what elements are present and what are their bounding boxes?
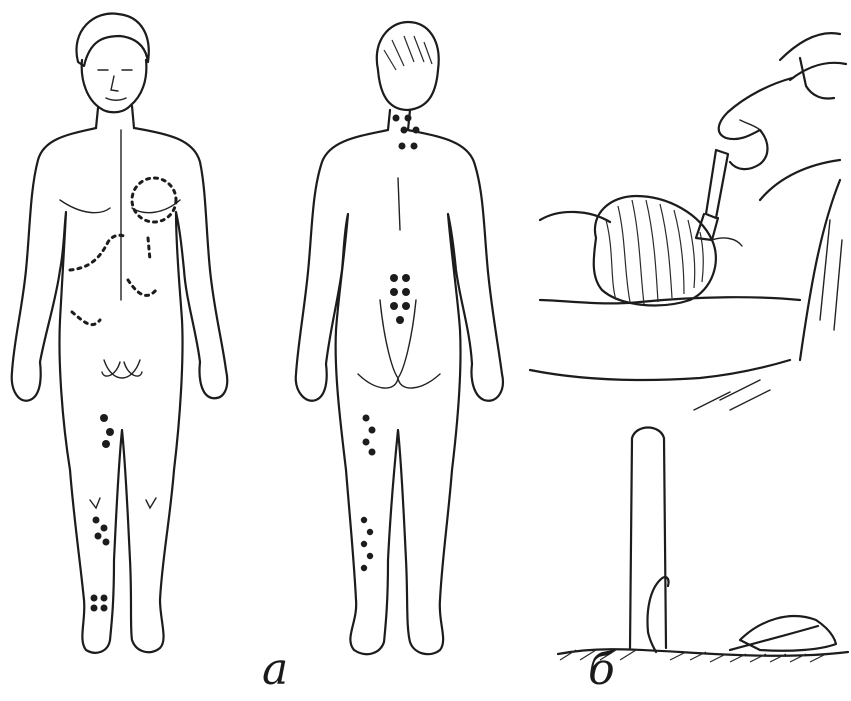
caption-a: а — [262, 648, 288, 692]
front-figure — [12, 13, 227, 652]
back-points — [361, 115, 420, 572]
front-abdomen-line — [70, 235, 124, 270]
back-head — [377, 22, 439, 110]
caption-b: б — [588, 648, 615, 692]
applicator-cable — [648, 580, 661, 652]
applicator-diagram — [558, 428, 848, 663]
applicator-handle — [706, 150, 728, 218]
front-chest-zone — [132, 178, 176, 222]
back-figure — [296, 22, 503, 654]
hand — [719, 78, 792, 169]
front-head — [82, 60, 147, 112]
front-leg-points — [91, 414, 115, 612]
sleeve — [780, 33, 846, 98]
front-body-outline — [12, 128, 227, 653]
pillow — [540, 212, 800, 303]
head-treatment-scene — [530, 33, 846, 410]
hair-strands — [606, 200, 703, 304]
front-hair — [76, 13, 148, 66]
